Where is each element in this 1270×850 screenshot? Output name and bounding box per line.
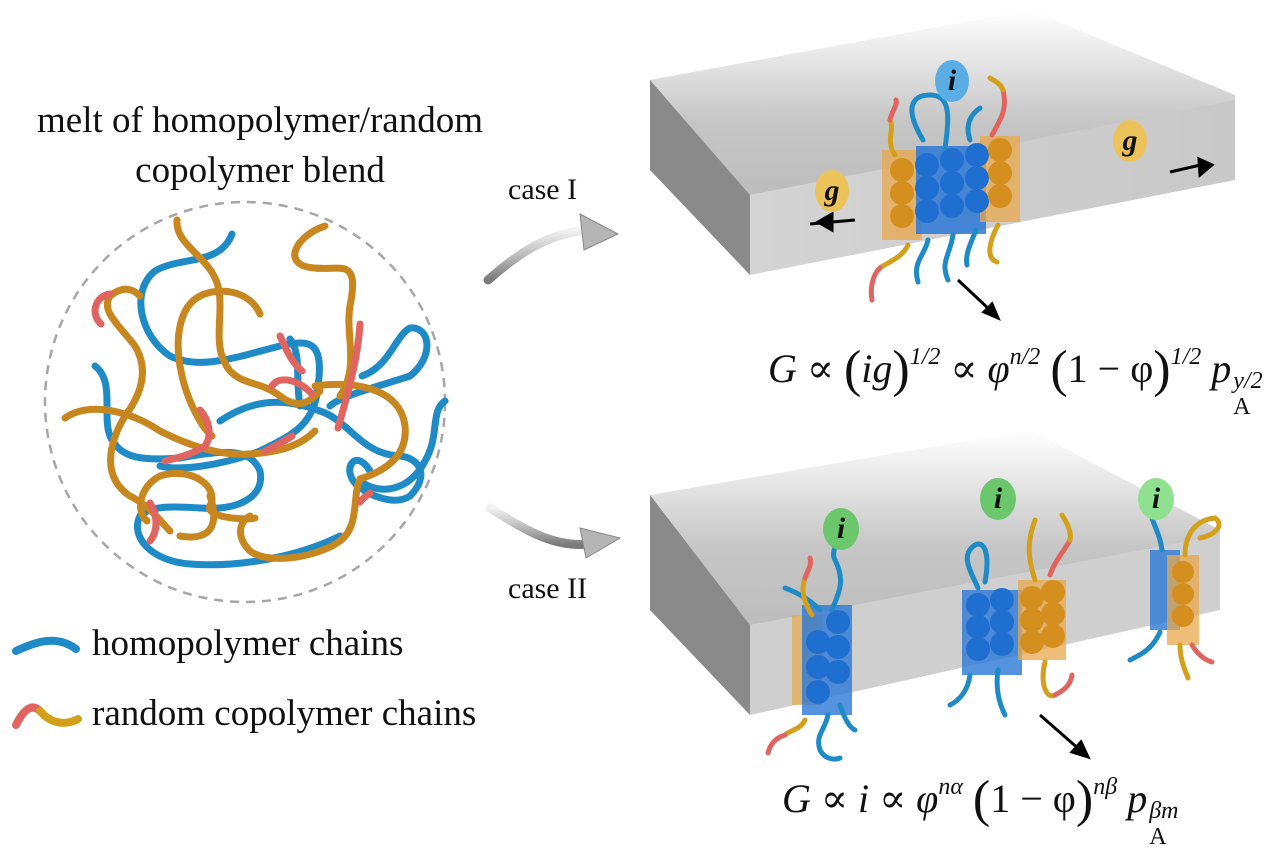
f1-lparen: ( bbox=[843, 341, 862, 398]
pull-arrow bbox=[956, 278, 992, 312]
stress-arrows bbox=[809, 156, 1215, 321]
pull-arrow bbox=[1039, 713, 1081, 752]
pull-arrow-head bbox=[981, 301, 1001, 321]
copolymer-red-segment bbox=[91, 290, 114, 328]
f1-G: G bbox=[768, 346, 797, 391]
homopolymer-chain bbox=[356, 397, 449, 493]
case-1-slab-illustration bbox=[650, 10, 1235, 321]
f2-G: G bbox=[782, 776, 811, 821]
slab-side-face bbox=[650, 495, 750, 715]
copolymer-chain bbox=[237, 380, 409, 562]
chain-tails bbox=[868, 75, 1008, 303]
copolymer-chain bbox=[61, 405, 319, 458]
chain-tails bbox=[765, 512, 1222, 762]
copolymer-red-segment bbox=[356, 489, 374, 506]
copolymer-red-segment bbox=[268, 376, 316, 398]
legend-label-homopolymer: homopolymer chains bbox=[92, 623, 404, 664]
copolymer-red-segment bbox=[161, 406, 213, 465]
title-line-1: melt of homopolymer/random bbox=[37, 100, 483, 141]
f1-exp-p: y/2 bbox=[1233, 368, 1263, 394]
case-2-arrow bbox=[485, 503, 620, 559]
copolymer-chain bbox=[173, 216, 324, 408]
title-line-2: copolymer blend bbox=[135, 150, 385, 191]
case-1-label: case I bbox=[508, 173, 578, 206]
f1-prop-2: ∝ bbox=[950, 346, 978, 391]
legend-item-homopolymer: homopolymer chains bbox=[12, 622, 403, 665]
f1-exp-1mphi: 1/2 bbox=[1170, 344, 1202, 370]
copolymer-red-segment bbox=[261, 432, 296, 455]
f2-exp-p: βm bbox=[1149, 798, 1179, 824]
f1-phi: φ bbox=[987, 346, 1010, 391]
badge-i-case-1: i bbox=[935, 60, 969, 102]
copolymer-chain bbox=[137, 469, 259, 525]
f2-exp-1mphi: nβ bbox=[1093, 774, 1118, 800]
f2-exp-phi: nα bbox=[938, 774, 963, 800]
f2-lparen: ( bbox=[972, 771, 991, 828]
case-2-label: case II bbox=[508, 572, 588, 605]
slab-top-face bbox=[650, 430, 1220, 625]
agg3-beads bbox=[1172, 561, 1194, 627]
agg1-beads bbox=[806, 610, 850, 704]
pull-arrow-case-2 bbox=[1039, 713, 1091, 760]
legend-label-copolymer: random copolymer chains bbox=[92, 693, 477, 734]
f2-rparen: ) bbox=[1075, 771, 1094, 828]
f1-exp-phi: n/2 bbox=[1009, 344, 1041, 370]
bead-grid bbox=[890, 138, 1012, 228]
f1-rparen: ) bbox=[892, 341, 910, 398]
copolymer-red-segment bbox=[146, 499, 160, 545]
homopolymer-chain-icon bbox=[12, 636, 80, 655]
case-2-arrow-head bbox=[579, 527, 620, 559]
case-1-arrow bbox=[483, 213, 620, 285]
f1-one-minus-phi: 1 − φ bbox=[1067, 346, 1154, 391]
f1-rparen-2: ) bbox=[1153, 341, 1171, 398]
copolymer-red-segment bbox=[334, 320, 364, 432]
f2-phi: φ bbox=[916, 776, 939, 821]
f2-prop-2: ∝ bbox=[879, 776, 907, 821]
f1-prop-1: ∝ bbox=[806, 346, 834, 391]
f2-sub-p: A bbox=[1149, 824, 1167, 850]
case-1-arrow-head bbox=[579, 213, 620, 251]
case-2-slab-illustration bbox=[650, 430, 1222, 762]
copolymer-chain bbox=[174, 287, 264, 440]
copolymer-chain bbox=[291, 222, 357, 400]
g-arrow-left-head bbox=[814, 211, 834, 233]
badge-g-right: g bbox=[1113, 120, 1147, 162]
case-1-arrow-shaft bbox=[483, 225, 595, 285]
f1-exp-ig: 1/2 bbox=[909, 344, 941, 370]
badge-i-case-2-a: i bbox=[823, 508, 859, 550]
homopolymer-chain bbox=[326, 324, 431, 410]
g-arrow-right-head bbox=[1197, 156, 1215, 179]
badge-i-case-2-b: i bbox=[980, 478, 1016, 520]
f2-i: i bbox=[857, 776, 870, 821]
f2-p: p bbox=[1127, 776, 1148, 821]
badge-i-case-2-c: i bbox=[1138, 478, 1174, 520]
diagram-title: melt of homopolymer/random copolymer ble… bbox=[0, 96, 520, 196]
slab-side-face bbox=[650, 80, 750, 275]
pull-arrow-head bbox=[1069, 739, 1091, 760]
copolymer-red-segment bbox=[276, 332, 306, 375]
copolymer-chain bbox=[176, 492, 218, 541]
f1-lparen-2: ( bbox=[1050, 341, 1068, 398]
f2-prop-1: ∝ bbox=[820, 776, 848, 821]
polymer-melt-illustration bbox=[43, 200, 449, 604]
copolymer-chain-icon bbox=[12, 703, 82, 729]
legend-item-copolymer: random copolymer chains bbox=[12, 692, 476, 735]
case-2-arrow-shaft bbox=[485, 503, 595, 549]
f1-ig: ig bbox=[861, 346, 893, 391]
f1-sub-p: A bbox=[1233, 394, 1251, 420]
agg2-beads bbox=[966, 580, 1065, 661]
badge-g-left: g bbox=[815, 170, 849, 212]
f1-p: p bbox=[1211, 346, 1232, 391]
f2-one-minus-phi: 1 − φ bbox=[990, 776, 1076, 821]
